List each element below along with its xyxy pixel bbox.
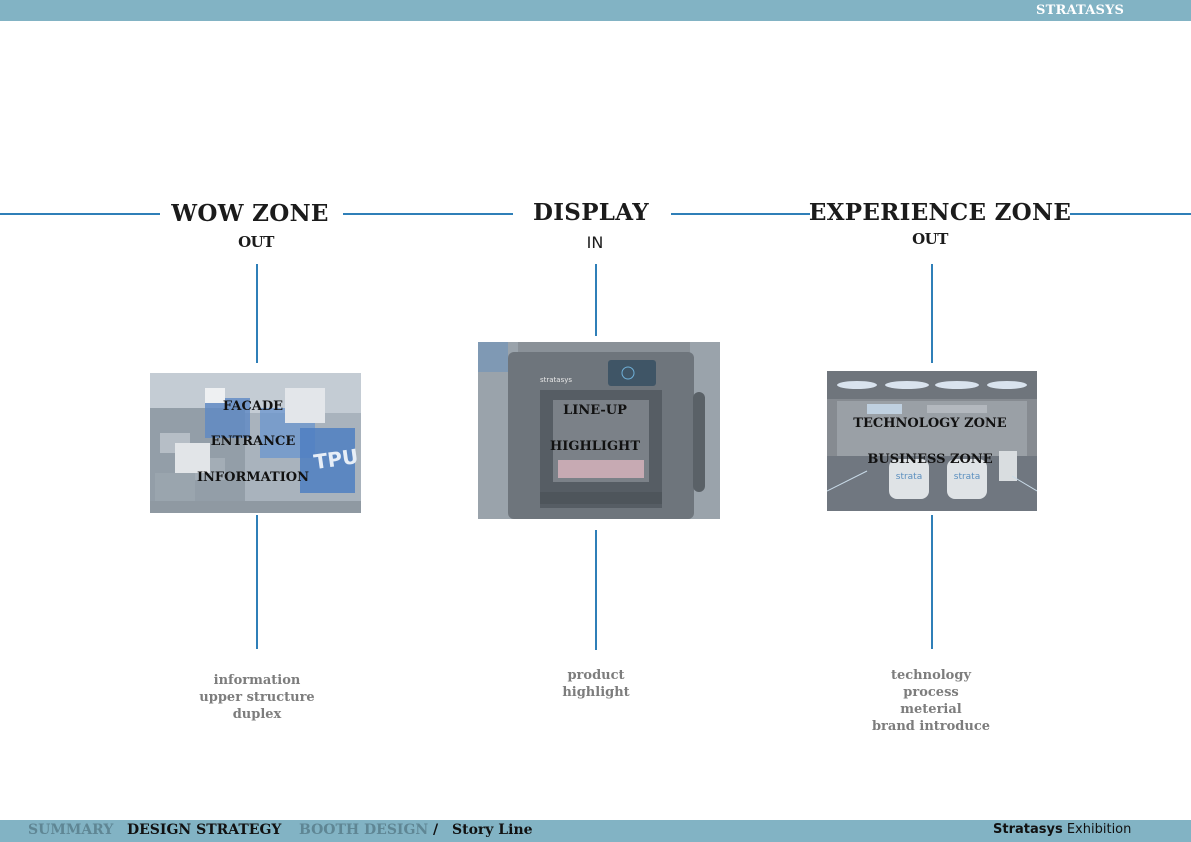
- display-photo: stratasys: [478, 342, 720, 519]
- zone-subtitle-wow: OUT: [238, 233, 274, 251]
- timeline-segment: [343, 213, 513, 215]
- connector-line: [256, 515, 258, 649]
- experience-zone-photo: strata strata: [827, 371, 1037, 511]
- nav-booth-design[interactable]: BOOTH DESIGN: [299, 822, 429, 838]
- description-line: information: [213, 673, 301, 688]
- nav-summary[interactable]: SUMMARY: [28, 822, 114, 838]
- connector-line: [595, 264, 597, 336]
- photo-stratasys-text: stratasys: [540, 376, 572, 384]
- zone-subtitle-experience: OUT: [912, 230, 948, 248]
- connector-line: [256, 264, 258, 363]
- photo-strata-text-left: strata: [896, 472, 922, 482]
- photo-strata-text-right: strata: [954, 472, 980, 482]
- zone-description-experience: technology process meterial brand introd…: [872, 667, 990, 735]
- timeline-segment: [1070, 213, 1191, 215]
- footer-brand: Stratasys Exhibition: [993, 822, 1131, 837]
- photo-label-business-zone: BUSINESS ZONE: [867, 452, 993, 467]
- footer-brand-suffix: Exhibition: [1066, 822, 1132, 837]
- photo-label-facade: FACADE: [222, 399, 284, 414]
- wow-zone-image: TPU: [150, 373, 361, 513]
- description-line: product: [567, 668, 625, 683]
- zone-title-wow: WOW ZONE: [171, 200, 329, 227]
- footer-brand-name: Stratasys: [993, 822, 1063, 837]
- photo-label-information: INFORMATION: [196, 470, 310, 485]
- photo-label-entrance: ENTRANCE: [210, 434, 296, 449]
- zone-description-wow: information upper structure duplex: [199, 672, 314, 723]
- timeline-segment: [0, 213, 160, 215]
- timeline-segment: [671, 213, 810, 215]
- description-line: brand introduce: [871, 719, 991, 734]
- breadcrumb-separator: /: [433, 822, 439, 838]
- top-bar: [0, 0, 1191, 21]
- header-brand: STRATASYS: [1036, 3, 1125, 18]
- photo-label-lineup: LINE-UP: [563, 403, 627, 418]
- nav-design-strategy[interactable]: DESIGN STRATEGY: [127, 822, 282, 838]
- photo-label-highlight: HIGHLIGHT: [549, 439, 641, 454]
- printer-image: stratasys: [478, 342, 720, 519]
- zone-title-experience: EXPERIENCE ZONE: [808, 199, 1072, 226]
- zone-subtitle-display: IN: [586, 233, 604, 252]
- description-line: technology: [890, 668, 972, 683]
- description-line: upper structure: [199, 690, 315, 705]
- booth-image: strata strata: [827, 371, 1037, 511]
- connector-line: [931, 515, 933, 649]
- wow-zone-photo: TPU: [150, 373, 361, 513]
- photo-label-technology-zone: TECHNOLOGY ZONE: [853, 416, 1007, 431]
- description-line: process: [903, 685, 959, 700]
- connector-line: [931, 264, 933, 363]
- zone-title-display: DISPLAY: [533, 199, 649, 226]
- description-line: duplex: [232, 707, 282, 722]
- nav-story-line[interactable]: Story Line: [452, 822, 533, 838]
- bottom-bar: [0, 820, 1191, 842]
- zone-description-display: product highlight: [562, 667, 629, 701]
- connector-line: [595, 530, 597, 650]
- description-line: highlight: [562, 685, 630, 700]
- description-line: meterial: [900, 702, 962, 717]
